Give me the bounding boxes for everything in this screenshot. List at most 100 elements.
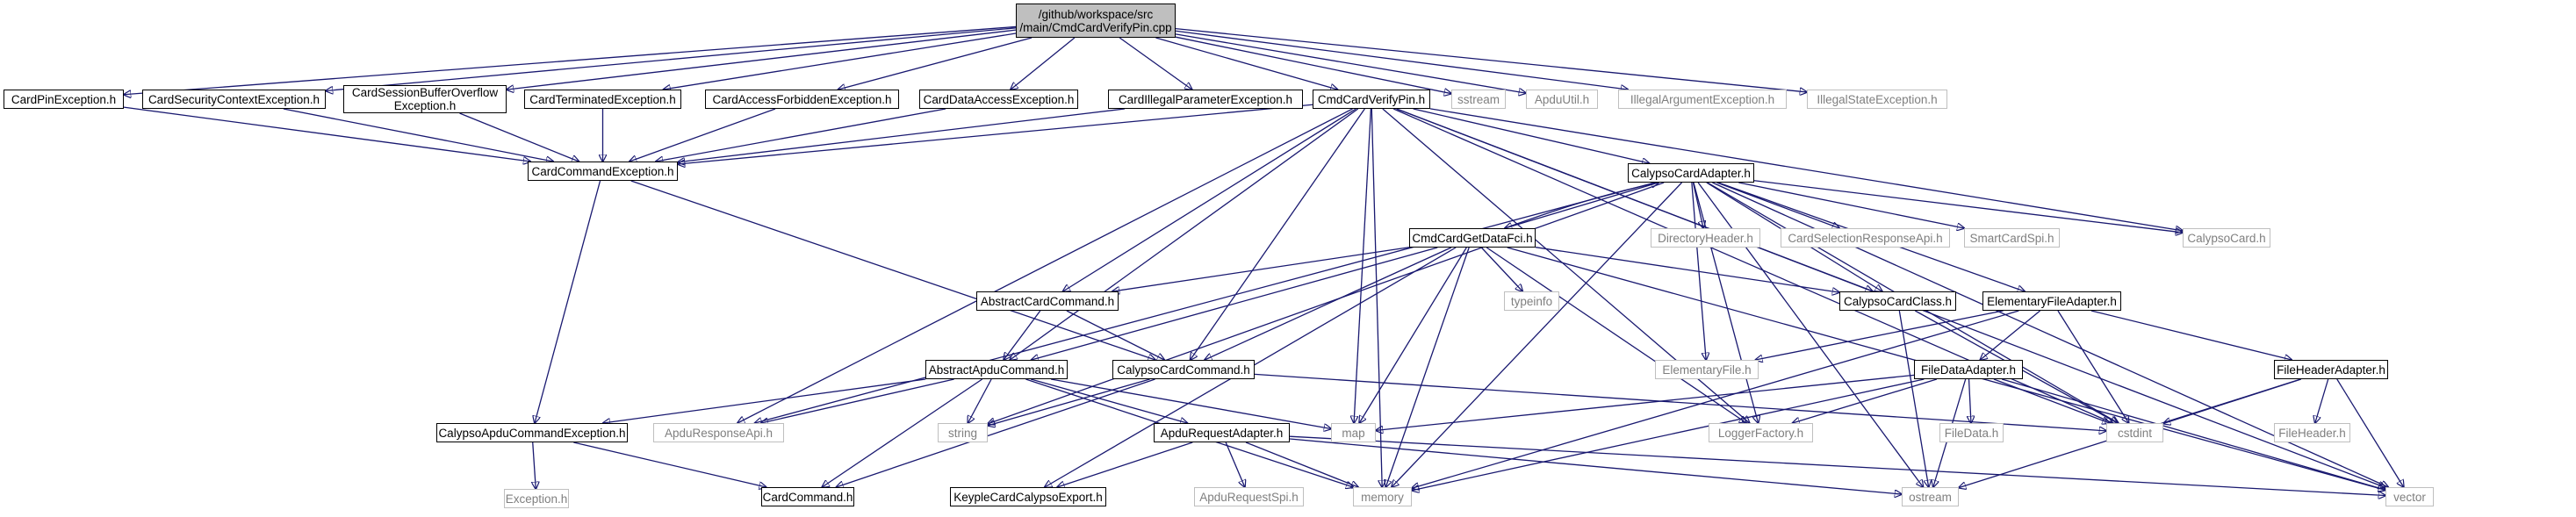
node-cace[interactable]: CalypsoApduCommandException.h — [436, 423, 628, 442]
node-aac[interactable]: AbstractApduCommand.h — [925, 360, 1068, 379]
node-cgdf[interactable]: CmdCardGetDataFci.h — [1409, 228, 1536, 248]
node-cc[interactable]: CardCommand.h — [761, 487, 854, 506]
node-fileheader: FileHeader.h — [2274, 423, 2350, 442]
edge-cvp-to-cca — [1413, 108, 1650, 163]
node-cvp[interactable]: CmdCardVerifyPin.h — [1313, 90, 1430, 109]
node-label: ApduResponseApi.h — [664, 426, 774, 440]
node-ccc[interactable]: CalypsoCardClass.h — [1839, 291, 1956, 311]
node-filedata: FileData.h — [1939, 423, 2004, 442]
edge-cpe-to-cce — [123, 106, 530, 162]
edge-efa-to-fda — [1980, 310, 2041, 360]
node-label: cstdint — [2117, 426, 2153, 440]
edge-cvp-to-acc — [1063, 108, 1356, 291]
node-cdae[interactable]: CardDataAccessException.h — [919, 90, 1078, 109]
node-fda[interactable]: FileDataAdapter.h — [1914, 360, 2023, 379]
node-label: CardDataAccessException.h — [923, 92, 1075, 106]
edge-aac-to-cace — [603, 378, 926, 423]
node-label: typeinfo — [1510, 294, 1553, 308]
edge-root-to-cvp — [1155, 37, 1337, 90]
node-label: Exception.h — [505, 492, 568, 506]
edge-cca-to-memory — [1392, 182, 1682, 487]
edge-ccmd-to-cstdint — [1254, 373, 2106, 430]
node-ef: ElementaryFile.h — [1655, 360, 1759, 379]
node-ccmd[interactable]: CalypsoCardCommand.h — [1112, 360, 1255, 379]
edge-cca-to-ara — [755, 182, 1656, 423]
edge-cce-to-ccmd — [630, 180, 1155, 360]
node-label: CardAccessForbiddenException.h — [712, 92, 892, 106]
edge-cgdf-to-ccmd — [1205, 247, 1452, 360]
node-cpe[interactable]: CardPinException.h — [4, 90, 124, 109]
edge-acc-to-ccmd — [1066, 310, 1164, 360]
node-scspi: SmartCardSpi.h — [1964, 228, 2060, 248]
node-label: memory — [1361, 490, 1404, 504]
edge-cca-to-ostream — [1697, 182, 1923, 487]
node-label: CardTerminatedException.h — [529, 92, 676, 106]
edge-root-to-ise — [1175, 28, 1807, 92]
node-fha[interactable]: FileHeaderAdapter.h — [2274, 360, 2388, 379]
node-acc[interactable]: AbstractCardCommand.h — [976, 291, 1119, 311]
edge-efa-to-memory — [1412, 310, 2019, 488]
edge-efa-to-ef — [1755, 310, 2004, 360]
edge-ccc-to-ostream — [1898, 310, 1928, 487]
edge-cdae-to-cce — [656, 108, 946, 162]
node-ostream: ostream — [1902, 487, 1959, 506]
node-label: FileData.h — [1944, 426, 1999, 440]
node-cafe[interactable]: CardAccessForbiddenException.h — [705, 90, 899, 109]
node-label: ostream — [1909, 490, 1952, 504]
edge-cvp-to-ara — [738, 108, 1353, 423]
edge-cvp-to-ccard — [1429, 108, 2183, 231]
edge-fha-to-vector — [2336, 378, 2404, 487]
edge-cgdf-to-memory — [1385, 247, 1470, 487]
node-label: ApduUtil.h — [1534, 92, 1590, 106]
edge-root-to-sstream — [1175, 36, 1451, 93]
edge-cvp-to-lf — [1382, 108, 1750, 423]
node-label: ApduRequestAdapter.h — [1160, 426, 1284, 440]
node-label: ElementaryFileAdapter.h — [1987, 294, 2117, 308]
edge-aac-to-cc — [822, 378, 983, 487]
edge-cca-to-cgdf — [1505, 182, 1659, 228]
edge-cca-to-dirhdr — [1692, 182, 1703, 228]
node-sstream: sstream — [1451, 90, 1506, 109]
edge-cgdf-to-map — [1359, 247, 1467, 423]
node-efa[interactable]: ElementaryFileAdapter.h — [1982, 291, 2121, 311]
node-label: CardIllegalParameterException.h — [1118, 92, 1293, 106]
edge-aac-to-ara2 — [1031, 378, 1187, 423]
node-label: CalypsoApduCommandException.h — [438, 426, 626, 440]
node-ara2[interactable]: ApduRequestAdapter.h — [1154, 423, 1290, 442]
edge-csbo-to-cce — [459, 112, 579, 162]
edge-cvp-to-map — [1354, 108, 1372, 423]
node-map: map — [1331, 423, 1376, 442]
edge-cafe-to-cce — [630, 108, 776, 162]
edge-root-to-cpe — [124, 25, 1017, 94]
node-csbo[interactable]: CardSessionBufferOverflow Exception.h — [343, 85, 507, 113]
node-label: DirectoryHeader.h — [1658, 231, 1753, 245]
edge-root-to-iae — [1175, 30, 1628, 90]
node-kcce[interactable]: KeypleCardCalypsoExport.h — [950, 487, 1106, 506]
edge-csce-to-cce — [283, 108, 553, 162]
edge-ccmd-to-cc — [836, 378, 1155, 487]
edge-root-to-csbo — [507, 29, 1017, 90]
node-cte[interactable]: CardTerminatedException.h — [524, 90, 681, 109]
edge-cvp-to-ccc — [1396, 108, 1873, 291]
edge-cgdf-to-ccc — [1535, 247, 1839, 292]
edge-cvp-to-aac — [1010, 108, 1359, 360]
node-label: CmdCardGetDataFci.h — [1412, 231, 1533, 245]
node-label: LoggerFactory.h — [1717, 426, 1804, 440]
node-cca[interactable]: CalypsoCardAdapter.h — [1628, 163, 1754, 183]
node-label: /github/workspace/src /main/CmdCardVerif… — [1019, 7, 1172, 34]
node-cipe[interactable]: CardIllegalParameterException.h — [1108, 90, 1303, 109]
edge-fha-to-fileheader — [2315, 378, 2329, 423]
node-csce[interactable]: CardSecurityContextException.h — [142, 90, 326, 109]
node-cce[interactable]: CardCommandException.h — [528, 162, 678, 181]
node-apduutil: ApduUtil.h — [1526, 90, 1598, 109]
edge-fda-to-cstdint — [1993, 378, 2110, 423]
edge-ara2-to-ostream — [1289, 438, 1902, 494]
node-root: /github/workspace/src /main/CmdCardVerif… — [1016, 4, 1176, 38]
edge-cca-to-lf — [1693, 182, 1759, 423]
node-ara: ApduResponseApi.h — [653, 423, 784, 442]
edge-fda-to-map — [1376, 374, 1915, 430]
edge-fda-to-vector — [2001, 378, 2385, 490]
edge-cca-to-string — [988, 182, 1665, 424]
edge-aac-to-ara — [761, 378, 954, 423]
edge-root-to-cte — [664, 32, 1017, 90]
